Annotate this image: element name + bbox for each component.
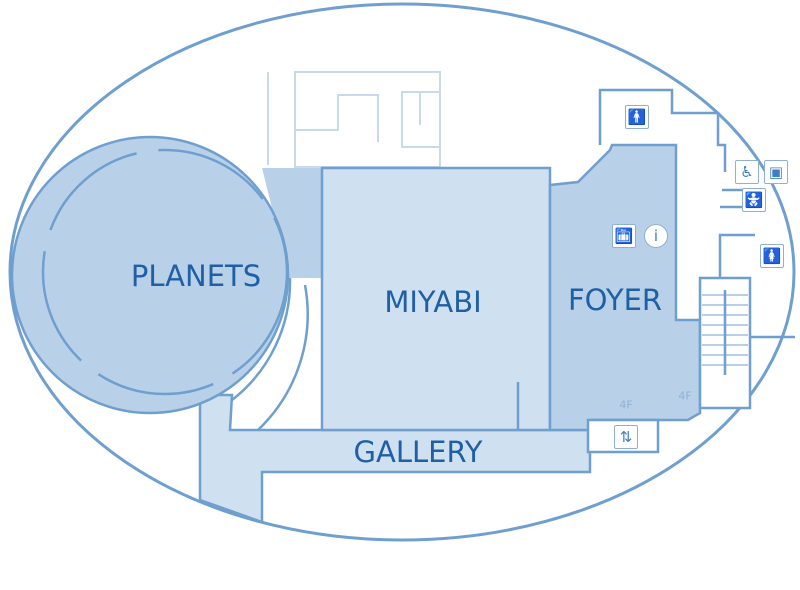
elevator-floor-marker: 4F [619,398,633,412]
room-label-planets[interactable]: PLANETS [130,259,262,293]
information-icon[interactable]: i [644,224,668,248]
wheelchair-icon[interactable]: ♿ [735,160,759,184]
coin-locker-icon[interactable]: 🛅 [612,224,636,248]
womens-restroom-icon[interactable]: 🚺 [760,244,784,268]
room-label-gallery[interactable]: GALLERY [353,435,483,469]
planets-corridor [262,168,322,278]
stairs-floor-marker: 4F [678,389,692,403]
room-label-foyer[interactable]: FOYER [567,283,663,317]
room-label-miyabi[interactable]: MIYABI [384,285,482,319]
elevator-icon[interactable]: ⇅ [614,425,638,449]
miyabi-area [320,166,552,432]
baby-changing-icon[interactable]: 🚼 [742,188,766,212]
mens-restroom-icon[interactable]: 🚹 [625,105,649,129]
nursing-room-icon[interactable]: ▣ [764,160,788,184]
